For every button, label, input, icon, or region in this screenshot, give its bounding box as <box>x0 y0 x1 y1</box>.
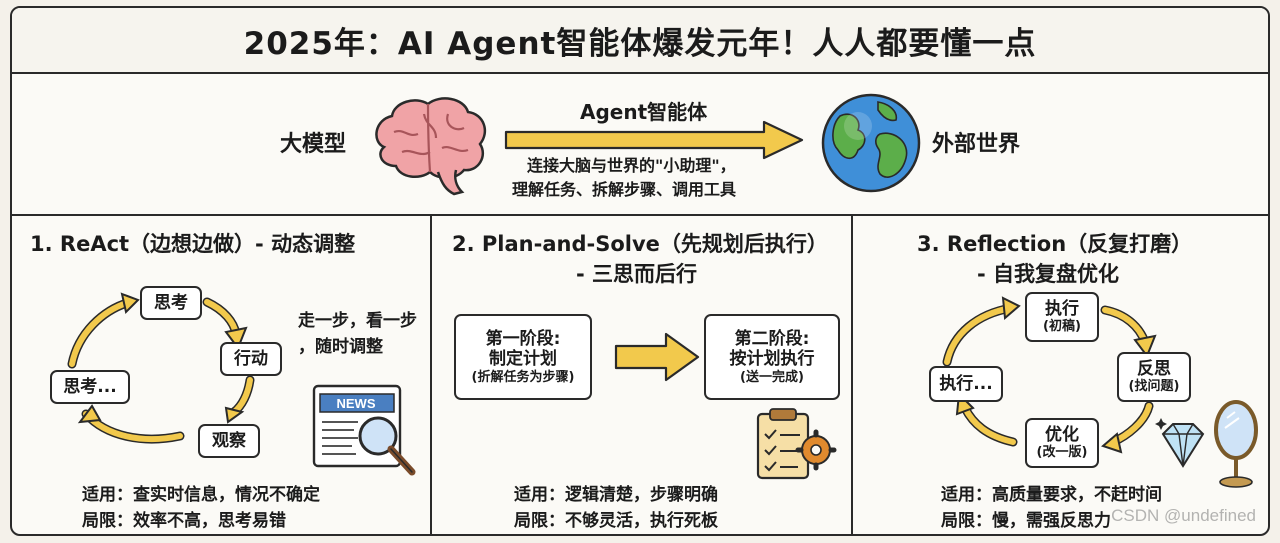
reflection-title-line2: - 自我复盘优化 <box>977 262 1120 286</box>
reflection-cycle-arrows <box>942 296 1157 454</box>
agent-arrow-label: Agent智能体 <box>580 100 708 124</box>
plan-stage1-title: 第一阶段: <box>485 328 561 349</box>
react-applicable: 适用：查实时信息，情况不确定 <box>82 485 320 505</box>
earth-globe-icon <box>821 93 921 193</box>
agent-description-line2: 理解任务、拆解步骤、调用工具 <box>512 180 737 199</box>
plan-solve-panel: 2. Plan-and-Solve（先规划后执行） - 三思而后行 第一阶段: … <box>432 214 853 534</box>
react-node-observe-label: 观察 <box>212 430 246 451</box>
reflection-node-reflect-sub: (找问题) <box>1128 379 1180 395</box>
reflection-node-execute-again-label: 执行... <box>939 373 993 394</box>
reflection-node-reflect: 反思 (找问题) <box>1117 352 1191 402</box>
page-title: 2025年：AI Agent智能体爆发元年！人人都要懂一点 <box>243 25 1037 62</box>
brain-icon <box>375 97 487 196</box>
plan-stage2-box: 第二阶段: 按计划执行 (送一完成) <box>704 314 840 400</box>
news-label: NEWS <box>337 396 376 411</box>
plan-stage2-main: 按计划执行 <box>729 349 815 370</box>
react-limitation: 局限：效率不高，思考易错 <box>82 511 286 531</box>
react-node-observe: 观察 <box>198 424 260 458</box>
plan-stage2-sub: (送一完成) <box>740 369 804 385</box>
clipboard-gear-icon <box>756 408 837 480</box>
reflection-node-execute-again: 执行... <box>929 366 1003 402</box>
plan-stage1-sub: (折解任务为步骤) <box>471 369 575 385</box>
reflection-node-reflect-label: 反思 <box>1137 359 1171 379</box>
diamond-icon <box>1155 418 1205 468</box>
plan-solve-limitation: 局限：不够灵活，执行死板 <box>514 511 718 531</box>
llm-label: 大模型 <box>280 132 347 157</box>
react-node-act-label: 行动 <box>234 348 268 369</box>
plan-solve-applicable: 适用：逻辑清楚，步骤明确 <box>514 485 718 505</box>
reflection-panel: 3. Reflection（反复打磨） - 自我复盘优化 <box>853 214 1268 534</box>
reflection-node-optimize-sub: (改一版) <box>1036 445 1088 461</box>
react-node-act: 行动 <box>220 342 282 376</box>
react-side-note-line2: ，随时调整 <box>298 337 383 357</box>
reflection-node-execute-label: 执行 <box>1045 299 1079 319</box>
reflection-applicable: 适用：高质量要求，不赶时间 <box>941 485 1162 505</box>
react-node-think: 思考 <box>140 286 202 320</box>
plan-stage1-main: 制定计划 <box>489 349 557 370</box>
newspaper-magnifier-icon: NEWS <box>312 384 416 476</box>
react-panel: 1. ReAct（边想边做）- 动态调整 思考 行动 <box>12 214 432 534</box>
plan-solve-title-line2: - 三思而后行 <box>576 262 698 286</box>
react-node-think-again: 思考... <box>50 370 130 404</box>
agent-description-line1: 连接大脑与世界的"小助理"， <box>527 156 736 175</box>
react-side-note-line1: 走一步，看一步 <box>298 311 417 331</box>
plan-stage2-title: 第二阶段: <box>734 328 810 349</box>
reflection-node-optimize: 优化 (改一版) <box>1025 418 1099 468</box>
plan-stage1-box: 第一阶段: 制定计划 (折解任务为步骤) <box>454 314 592 400</box>
plan-solve-title-line1: 2. Plan-and-Solve（先规划后执行） <box>452 232 828 256</box>
react-cycle-arrows <box>67 292 255 444</box>
reflection-limitation: 局限：慢，需强反思力 <box>941 511 1111 531</box>
react-title: 1. ReAct（边想边做）- 动态调整 <box>30 232 356 256</box>
title-banner: 2025年：AI Agent智能体爆发元年！人人都要懂一点 <box>12 8 1268 74</box>
world-label: 外部世界 <box>932 132 1021 157</box>
csdn-watermark: CSDN @undefined <box>1111 506 1256 525</box>
react-node-think-again-label: 思考... <box>63 376 117 397</box>
reflection-node-execute: 执行 (初稿) <box>1025 292 1099 342</box>
plan-stage-arrow <box>614 332 700 382</box>
reflection-title-line1: 3. Reflection（反复打磨） <box>917 232 1193 256</box>
agent-connect-arrow <box>504 120 804 160</box>
reflection-node-execute-sub: (初稿) <box>1043 319 1081 335</box>
infographic-frame: 2025年：AI Agent智能体爆发元年！人人都要懂一点 大模型 Agent智… <box>10 6 1270 536</box>
reflection-node-optimize-label: 优化 <box>1045 425 1079 445</box>
overview-section: 大模型 Agent智能体 连接大脑与世界的"小助理"， 理解任务、拆解步骤、调用… <box>12 72 1268 216</box>
react-node-think-label: 思考 <box>154 292 188 313</box>
mirror-icon <box>1214 400 1258 488</box>
